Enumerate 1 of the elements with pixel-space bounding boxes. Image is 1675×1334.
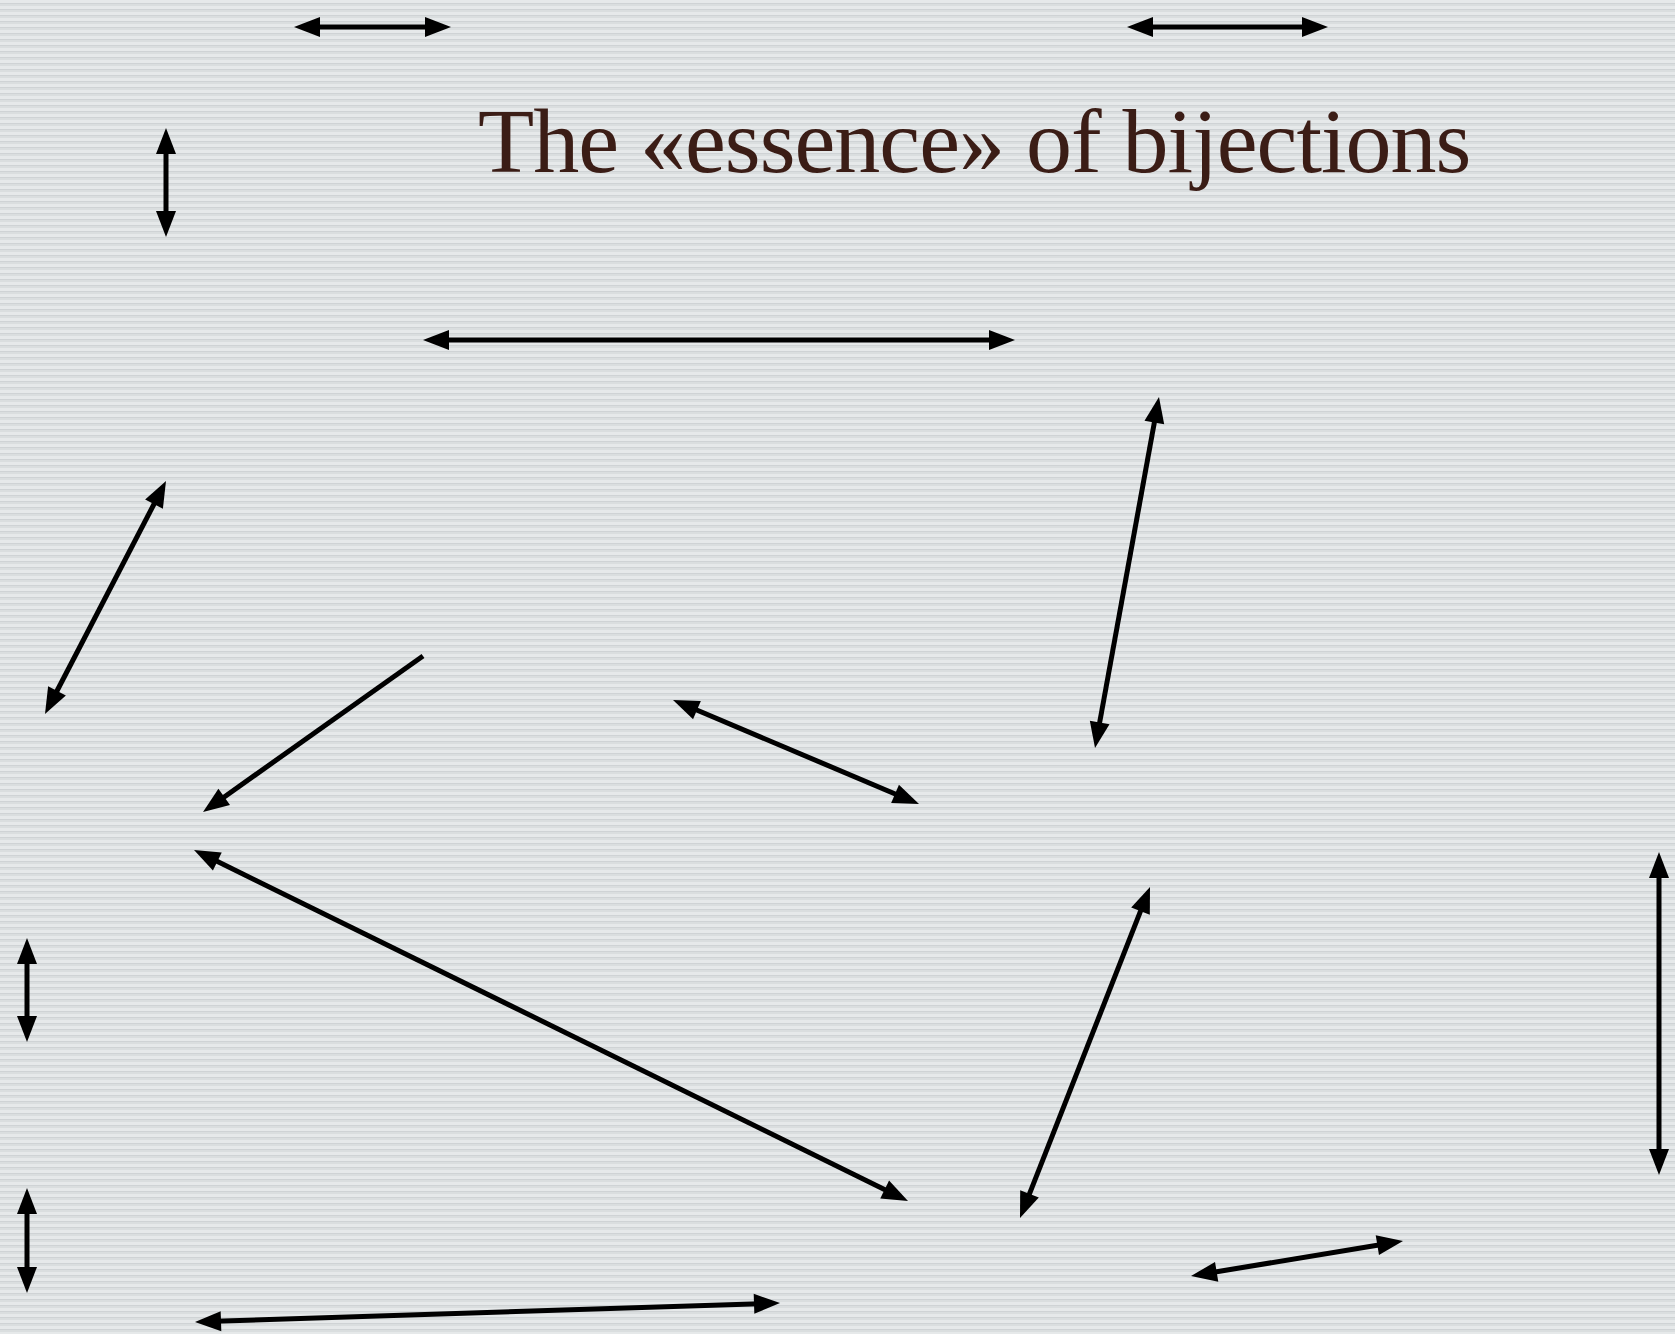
slide-title: The «essence» of bijections [478, 89, 1471, 194]
